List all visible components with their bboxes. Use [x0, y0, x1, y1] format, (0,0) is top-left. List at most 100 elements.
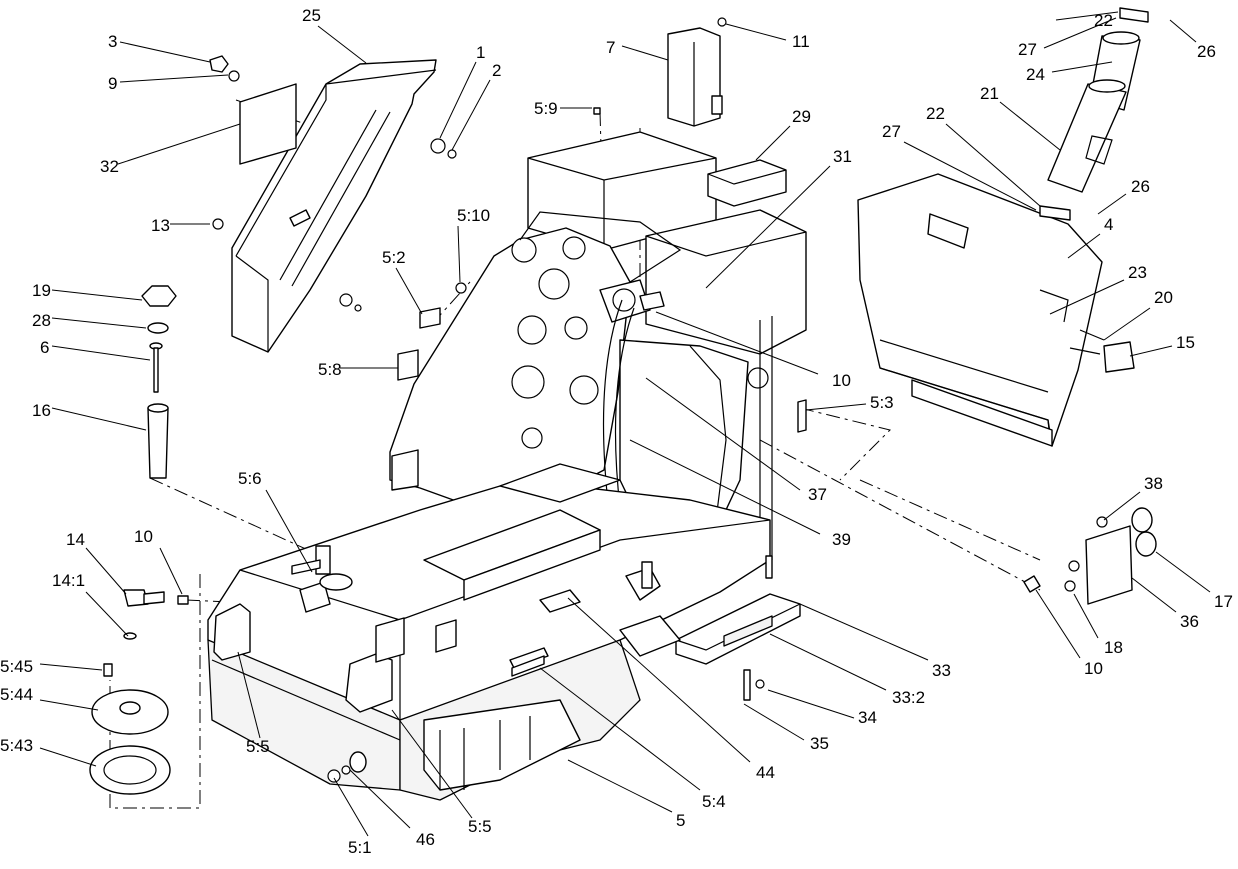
callout-c22b: 22 — [926, 104, 945, 123]
callout-c6: 6 — [40, 338, 49, 357]
main-tower — [389, 211, 682, 521]
callout-c5_5a: 5:5 — [246, 737, 270, 756]
callout-c29: 29 — [792, 107, 811, 126]
leader-line-c31 — [705, 165, 831, 289]
callout-c14_1: 14:1 — [52, 571, 85, 590]
leader-line-c3 — [119, 41, 211, 63]
leader-line-c27b — [903, 141, 1037, 211]
callout-c17: 17 — [1214, 592, 1233, 611]
bracket-36 — [1023, 507, 1157, 605]
decal-32 — [239, 83, 297, 165]
callout-c5_2: 5:2 — [382, 248, 406, 267]
callout-c10c: 10 — [1084, 659, 1103, 678]
callout-c23: 23 — [1128, 263, 1147, 282]
callout-c18: 18 — [1104, 638, 1123, 657]
leader-line-c26a — [1169, 19, 1197, 43]
leader-line-c22b — [945, 123, 1041, 207]
leader-line-c39 — [629, 439, 821, 535]
leader-line-c15 — [1129, 345, 1173, 357]
callout-c10a: 10 — [832, 371, 851, 390]
callout-c5_1: 5:1 — [348, 838, 372, 857]
leader-line-c5_5b — [391, 709, 473, 819]
leader-line-c29 — [755, 125, 791, 161]
callout-c31: 31 — [833, 147, 852, 166]
leader-line-c22a — [1055, 11, 1119, 21]
callout-c9: 9 — [108, 74, 117, 93]
callout-c15: 15 — [1176, 333, 1195, 352]
leader-line-c5_43 — [39, 747, 97, 767]
leader-line-c27a — [1043, 17, 1117, 49]
leader-line-c32 — [117, 123, 241, 165]
callout-c26b: 26 — [1131, 177, 1150, 196]
leader-line-c23 — [1049, 279, 1125, 315]
callout-c11: 11 — [792, 32, 810, 51]
leader-line-c26b — [1097, 193, 1127, 215]
leader-line-c7 — [621, 45, 669, 61]
callout-c14: 14 — [66, 530, 85, 549]
upper-frame — [527, 17, 807, 355]
leader-line-c10b — [159, 547, 183, 595]
leader-line-c20 — [1103, 307, 1151, 341]
leader-line-c1 — [439, 61, 477, 139]
callout-c2: 2 — [492, 61, 501, 80]
callout-c13: 13 — [151, 216, 170, 235]
decals — [397, 107, 807, 677]
leader-line-c9 — [119, 74, 229, 83]
leader-line-c14 — [85, 547, 127, 595]
callout-c46: 46 — [416, 830, 435, 849]
callout-c5_4: 5:4 — [702, 792, 726, 811]
callout-c36: 36 — [1180, 612, 1199, 631]
leader-line-c5_6 — [265, 489, 313, 573]
leader-line-c37 — [645, 377, 801, 491]
callout-c26a: 26 — [1197, 42, 1216, 61]
leader-line-c18 — [1073, 593, 1099, 639]
leader-line-c33_2 — [769, 633, 887, 691]
callout-c5_6: 5:6 — [238, 469, 262, 488]
callout-c5: 5 — [676, 811, 685, 830]
callout-c5_9: 5:9 — [534, 99, 558, 118]
leader-line-c17 — [1155, 551, 1211, 593]
callout-c35: 35 — [810, 734, 829, 753]
leader-line-c5_2 — [395, 267, 423, 315]
callout-c44: 44 — [756, 763, 775, 782]
leader-line-c33 — [799, 603, 929, 661]
callout-c27a: 27 — [1018, 40, 1037, 59]
leader-line-c38 — [1103, 491, 1141, 521]
leader-line-c21 — [999, 101, 1061, 151]
callout-c5_44: 5:44 — [0, 685, 33, 704]
shroud-25 — [231, 59, 437, 353]
sender-assembly — [89, 589, 189, 795]
leader-line-c6 — [51, 345, 151, 361]
leader-line-c5_45 — [39, 663, 103, 671]
side-panel-4 — [857, 173, 1103, 447]
tube-assembly — [1039, 7, 1149, 221]
callout-c19: 19 — [32, 281, 51, 300]
callout-c28: 28 — [32, 311, 51, 330]
callout-c7: 7 — [606, 38, 615, 57]
callout-c10b: 10 — [134, 527, 153, 546]
leader-line-c5_4 — [539, 667, 701, 791]
callout-c5_43: 5:43 — [0, 736, 33, 755]
leader-line-c5 — [567, 759, 673, 813]
callout-c5_10: 5:10 — [457, 206, 490, 225]
callout-c5_5b: 5:5 — [468, 817, 492, 836]
callout-c27b: 27 — [882, 122, 901, 141]
callout-c24: 24 — [1026, 65, 1045, 84]
leader-line-c5_5a — [237, 651, 261, 739]
leader-line-c25 — [317, 25, 367, 64]
leader-line-c5_3 — [805, 403, 867, 411]
latch-15 — [1069, 329, 1135, 373]
callout-c33_2: 33:2 — [892, 688, 925, 707]
callout-c5_45: 5:45 — [0, 657, 33, 676]
callout-c1: 1 — [476, 43, 485, 62]
callout-c33: 33 — [932, 661, 951, 680]
leader-line-c36 — [1131, 577, 1177, 613]
leader-line-c46 — [349, 769, 411, 829]
callout-c20: 20 — [1154, 288, 1173, 307]
leader-line-c34 — [767, 689, 855, 719]
filler-assembly — [141, 285, 177, 479]
bumper-33 — [619, 555, 801, 701]
